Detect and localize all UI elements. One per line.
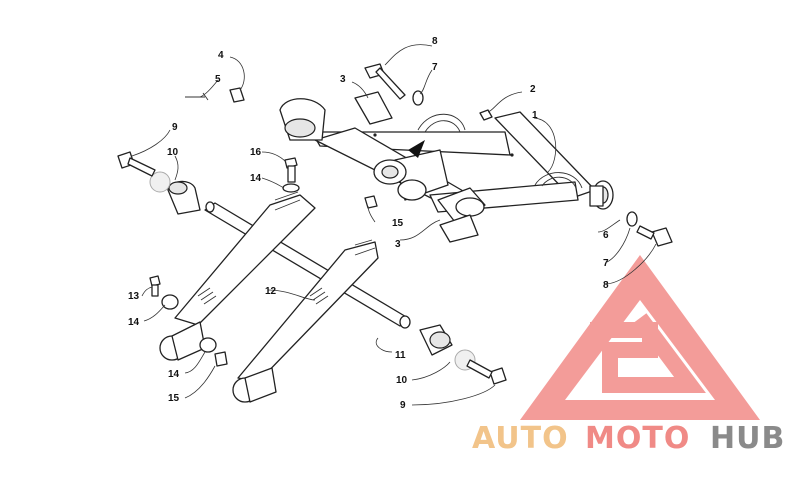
callout-9-right: 9: [400, 400, 406, 411]
callout-8-top: 8: [432, 36, 438, 47]
bolt-right-icon: [651, 227, 673, 247]
callout-11: 11: [395, 350, 406, 361]
callout-16: 16: [250, 147, 262, 158]
upper-a-arm: [279, 91, 614, 243]
a-arm-u-bracket-front: [534, 172, 583, 189]
left-link-arm: [174, 194, 316, 326]
callout-labels: 1 2 3 3 4 5 6 7 7 8 8 9 9 10 10 11 12 13…: [128, 36, 609, 411]
washer-right-icon: [626, 211, 638, 227]
watermark-auto: AUTO: [472, 421, 569, 456]
nut-15-upper-icon: [364, 195, 378, 209]
callout-1: 1: [532, 110, 538, 121]
callout-8-right: 8: [603, 280, 609, 291]
callout-2: 2: [530, 84, 536, 95]
callout-3-lower: 3: [395, 239, 401, 250]
callout-10-right: 10: [396, 375, 408, 386]
callout-3-upper: 3: [340, 74, 346, 85]
washer-14-icon: [161, 294, 179, 310]
bolt-9-right-icon: [489, 367, 507, 385]
a-arm-u-bracket: [417, 113, 466, 131]
callout-7-top: 7: [432, 62, 438, 73]
callout-14-upper: 14: [250, 173, 262, 184]
watermark-logo: [520, 255, 760, 420]
callout-5: 5: [215, 74, 221, 85]
pin-clip-icon: [229, 87, 245, 103]
nut-top-icon: [479, 109, 493, 121]
upper-fasteners: [185, 63, 673, 247]
callout-10-left: 10: [167, 147, 179, 158]
callout-15-lower: 15: [168, 393, 180, 404]
front-arrow-icon: [408, 140, 425, 158]
callout-14-lower: 14: [168, 369, 180, 380]
callout-9-left: 9: [172, 122, 178, 133]
callout-4: 4: [218, 50, 224, 61]
callout-7-right: 7: [603, 258, 609, 269]
callout-12: 12: [265, 286, 277, 297]
watermark-moto: MOTO: [585, 421, 690, 456]
bolt-13-icon: [149, 275, 161, 287]
watermark-hub: HUB: [710, 421, 785, 456]
callout-15-upper: 15: [392, 218, 404, 229]
leader-lines: [131, 44, 657, 406]
nut-15-lower-icon: [214, 351, 228, 367]
sway-bar-assembly: [117, 151, 507, 403]
callout-14-left: 14: [128, 317, 140, 328]
callout-13: 13: [128, 291, 140, 302]
callout-6: 6: [603, 230, 609, 241]
watermark-text: AUTO MOTO HUB: [472, 421, 785, 456]
bushing-block-upper: [354, 91, 393, 125]
cotter-pin-icon: [185, 92, 209, 101]
right-link-arm: [237, 241, 379, 383]
washer-14b-icon: [199, 337, 217, 353]
bushing-lower-plate: [439, 214, 479, 243]
washer-14-upper-icon: [282, 183, 300, 193]
gear-washer-left-icon: [149, 171, 171, 193]
washer-top-icon: [412, 90, 424, 106]
